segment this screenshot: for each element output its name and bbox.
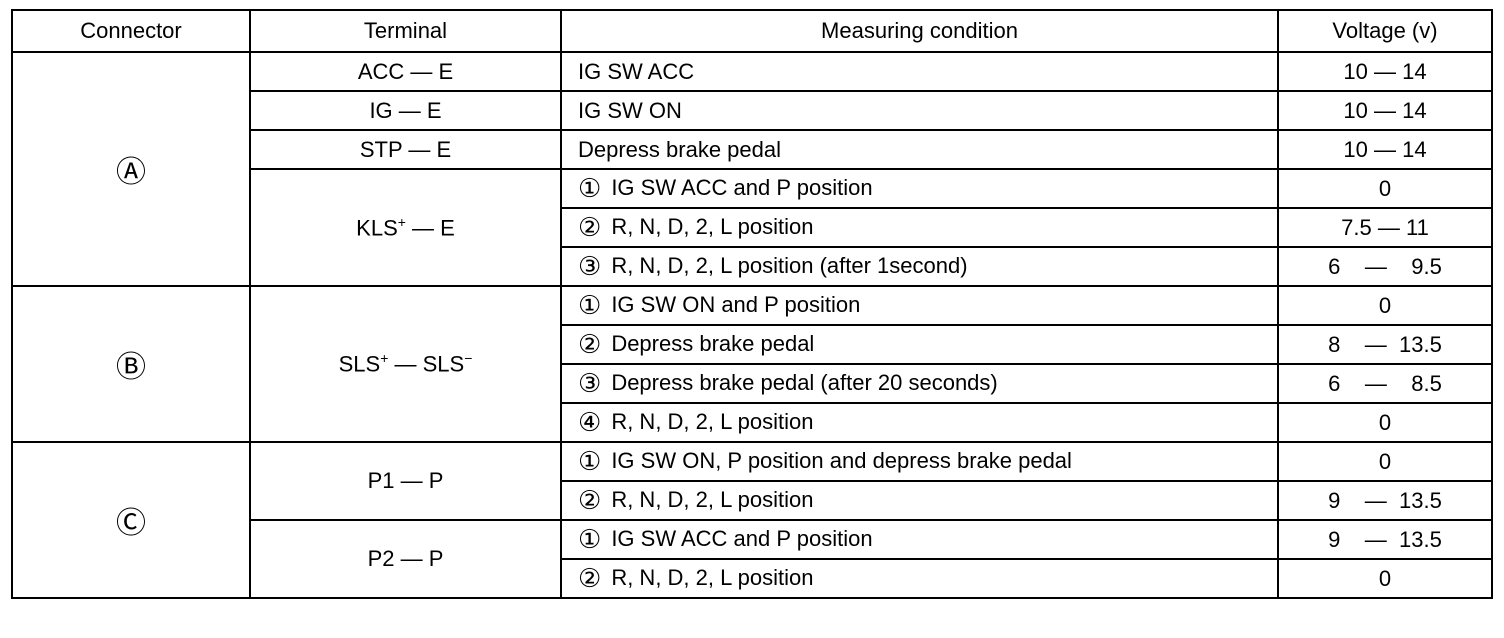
header-voltage: Voltage (v) bbox=[1277, 9, 1493, 53]
condition-cell: ① IG SW ACC and P position bbox=[560, 519, 1279, 560]
voltage-spec-table: Connector Terminal Measuring condition V… bbox=[11, 9, 1493, 599]
voltage-cell: 0 bbox=[1277, 285, 1493, 326]
terminal-cell: STP — E bbox=[249, 129, 562, 170]
table-row: Ⓐ ACC — E IG SW ACC 10 — 14 bbox=[11, 51, 1493, 287]
connector-c-symbol: Ⓒ bbox=[116, 507, 146, 540]
voltage-cell: 6 — 9.5 bbox=[1277, 246, 1493, 287]
terminal-kls-base: KLS bbox=[356, 215, 398, 241]
condition-cell: ② R, N, D, 2, L position bbox=[560, 480, 1279, 521]
condition-text: IG SW ON, P position and depress brake p… bbox=[611, 448, 1072, 473]
voltage-cell: 0 bbox=[1277, 558, 1493, 599]
header-terminal: Terminal bbox=[249, 9, 562, 53]
condition-cell: Depress brake pedal bbox=[560, 129, 1279, 170]
terminal-cell-sls: SLS+ — SLS− bbox=[249, 285, 562, 443]
step-number: ① bbox=[578, 446, 602, 476]
table-row: ④ R, N, D, 2, L position 0 bbox=[12, 402, 1493, 443]
condition-text: IG SW ACC and P position bbox=[611, 526, 873, 551]
table-row: ② R, N, D, 2, L position 0 bbox=[12, 558, 1493, 599]
step-number: ② bbox=[578, 563, 602, 593]
voltage-cell: 0 bbox=[1277, 441, 1493, 482]
terminal-sls-sup2: − bbox=[464, 350, 473, 367]
table-row: P2 — P ① IG SW ACC and P position 9 — 13.… bbox=[12, 519, 1493, 599]
condition-cell: IG SW ON bbox=[560, 90, 1279, 131]
connector-a-symbol: Ⓐ bbox=[116, 156, 146, 189]
step-number: ③ bbox=[578, 368, 602, 398]
connector-b-cell: Ⓑ bbox=[11, 285, 251, 443]
terminal-kls-rest: — E bbox=[405, 215, 455, 241]
condition-text: Depress brake pedal bbox=[611, 331, 815, 356]
terminal-cell: IG — E bbox=[249, 90, 562, 131]
voltage-cell: 10 — 14 bbox=[1277, 51, 1493, 92]
step-number: ① bbox=[578, 290, 602, 320]
terminal-kls-sup: + bbox=[397, 213, 406, 230]
table-row: ② R, N, D, 2, L position 9 — 13.5 bbox=[12, 480, 1493, 521]
terminal-cell: ACC — E bbox=[249, 51, 562, 92]
condition-cell: ① IG SW ACC and P position bbox=[560, 168, 1279, 209]
table-row: Ⓑ SLS+ — SLS− ① IG SW ON and P position 0 bbox=[11, 285, 1493, 443]
condition-cell: ① IG SW ON and P position bbox=[560, 285, 1279, 326]
voltage-cell: 6 — 8.5 bbox=[1277, 363, 1493, 404]
step-number: ② bbox=[578, 485, 602, 515]
step-number: ② bbox=[578, 329, 602, 359]
condition-text: R, N, D, 2, L position bbox=[611, 487, 814, 512]
table-row: ② Depress brake pedal 8 — 13.5 bbox=[12, 324, 1493, 365]
header-condition: Measuring condition bbox=[560, 9, 1279, 53]
step-number: ① bbox=[578, 173, 602, 203]
condition-cell: ② Depress brake pedal bbox=[560, 324, 1279, 365]
terminal-sls-sup: + bbox=[380, 350, 389, 367]
connector-b-symbol: Ⓑ bbox=[116, 351, 146, 384]
condition-cell: ① IG SW ON, P position and depress brake … bbox=[560, 441, 1279, 482]
step-number: ④ bbox=[578, 407, 602, 437]
step-number: ① bbox=[578, 524, 602, 554]
condition-cell: IG SW ACC bbox=[560, 51, 1279, 92]
table-row: KLS+ — E ① IG SW ACC and P position 0 bbox=[12, 168, 1493, 287]
voltage-cell: 10 — 14 bbox=[1277, 90, 1493, 131]
voltage-cell: 0 bbox=[1277, 168, 1493, 209]
condition-text: Depress brake pedal (after 20 seconds) bbox=[611, 370, 998, 395]
condition-text: R, N, D, 2, L position bbox=[611, 214, 814, 239]
connector-c-cell: Ⓒ bbox=[11, 441, 251, 599]
terminal-cell: P1 — P bbox=[249, 441, 562, 521]
table-row: ② R, N, D, 2, L position 7.5 — 11 bbox=[12, 207, 1493, 248]
table-row: IG — E IG SW ON 10 — 14 bbox=[12, 90, 1493, 131]
terminal-cell: P2 — P bbox=[249, 519, 562, 599]
condition-cell: ③ Depress brake pedal (after 20 seconds) bbox=[560, 363, 1279, 404]
header-connector: Connector bbox=[11, 9, 251, 53]
connector-a-cell: Ⓐ bbox=[11, 51, 251, 287]
voltage-cell: 9 — 13.5 bbox=[1277, 519, 1493, 560]
voltage-cell: 7.5 — 11 bbox=[1277, 207, 1493, 248]
condition-text: R, N, D, 2, L position (after 1second) bbox=[611, 253, 968, 278]
condition-text: IG SW ON and P position bbox=[611, 292, 861, 317]
condition-cell: ② R, N, D, 2, L position bbox=[560, 207, 1279, 248]
condition-cell: ④ R, N, D, 2, L position bbox=[560, 402, 1279, 443]
header-row: Connector Terminal Measuring condition V… bbox=[11, 9, 1493, 53]
condition-text: R, N, D, 2, L position bbox=[611, 409, 814, 434]
step-number: ③ bbox=[578, 251, 602, 281]
condition-text: IG SW ACC and P position bbox=[611, 175, 873, 200]
terminal-sls-rest: — SLS bbox=[388, 351, 465, 377]
voltage-cell: 9 — 13.5 bbox=[1277, 480, 1493, 521]
condition-cell: ② R, N, D, 2, L position bbox=[560, 558, 1279, 599]
step-number: ② bbox=[578, 212, 602, 242]
condition-text: R, N, D, 2, L position bbox=[611, 565, 814, 590]
condition-cell: ③ R, N, D, 2, L position (after 1second) bbox=[560, 246, 1279, 287]
voltage-cell: 0 bbox=[1277, 402, 1493, 443]
table-row: Ⓒ P1 — P ① IG SW ON, P position and depre… bbox=[11, 441, 1493, 599]
terminal-cell-kls: KLS+ — E bbox=[249, 168, 562, 287]
voltage-cell: 8 — 13.5 bbox=[1277, 324, 1493, 365]
voltage-cell: 10 — 14 bbox=[1277, 129, 1493, 170]
terminal-sls-base: SLS bbox=[338, 351, 381, 377]
table-row: STP — E Depress brake pedal 10 — 14 bbox=[12, 129, 1493, 170]
